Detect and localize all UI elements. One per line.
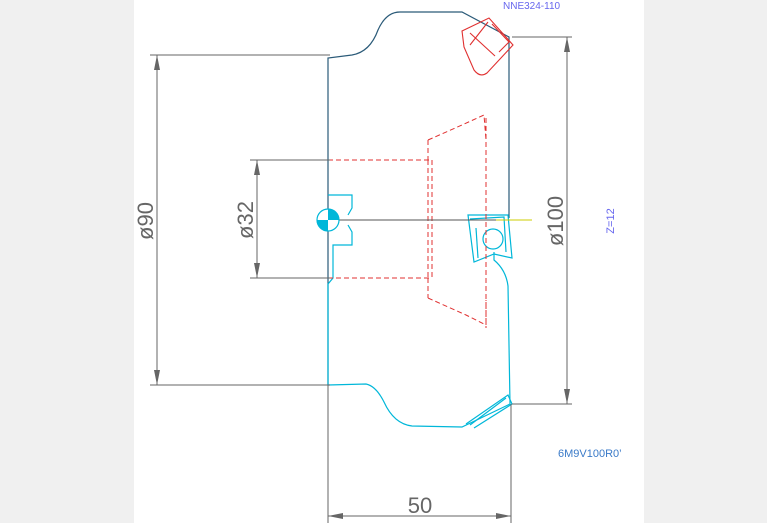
- hub-step-lower: [327, 224, 353, 385]
- dimension-arrows: [154, 37, 570, 519]
- tool-code-label: 6M9V100R0’: [558, 448, 622, 460]
- d90-label: ø90: [133, 202, 158, 240]
- d32-arrow-bottom: [254, 263, 260, 278]
- top-insert-edge: [491, 23, 510, 53]
- dimension-lines: [150, 36, 572, 523]
- body-bottom-profile: [327, 252, 511, 428]
- hidden-cone-bottom: [427, 297, 487, 326]
- pocket-insert: [467, 214, 513, 263]
- tool-body-outline: [327, 11, 513, 429]
- length-label: 50: [408, 493, 432, 518]
- body-top-profile: [327, 11, 510, 385]
- teeth-count-label: Z=12: [605, 208, 617, 233]
- d100-arrow-bottom: [564, 389, 570, 404]
- d100-arrow-top: [564, 37, 570, 52]
- paper-area: [134, 0, 644, 523]
- d32-arrow-top: [254, 160, 260, 175]
- insert-code-label: NNE324-110: [503, 1, 561, 12]
- top-insert-outer: [461, 17, 514, 76]
- d90-arrow-top: [154, 55, 160, 70]
- hidden-cone-top: [427, 114, 487, 141]
- len-arrow-left: [328, 513, 343, 519]
- insert-screw: [482, 228, 504, 250]
- len-arrow-right: [496, 513, 511, 519]
- hub-step: [328, 194, 353, 216]
- d32-label: ø32: [233, 201, 258, 239]
- d100-label: ø100: [543, 196, 568, 246]
- center-mark-icon: [316, 208, 340, 232]
- pocket-edge-2: [475, 227, 479, 259]
- bottom-insert-edge: [465, 394, 513, 429]
- top-insert: [461, 17, 514, 76]
- d90-arrow-bottom: [154, 370, 160, 385]
- top-insert-inner: [469, 21, 496, 57]
- bottom-insert-edge-2: [469, 397, 507, 426]
- pocket-edge: [469, 216, 507, 253]
- hidden-lines: [328, 114, 487, 328]
